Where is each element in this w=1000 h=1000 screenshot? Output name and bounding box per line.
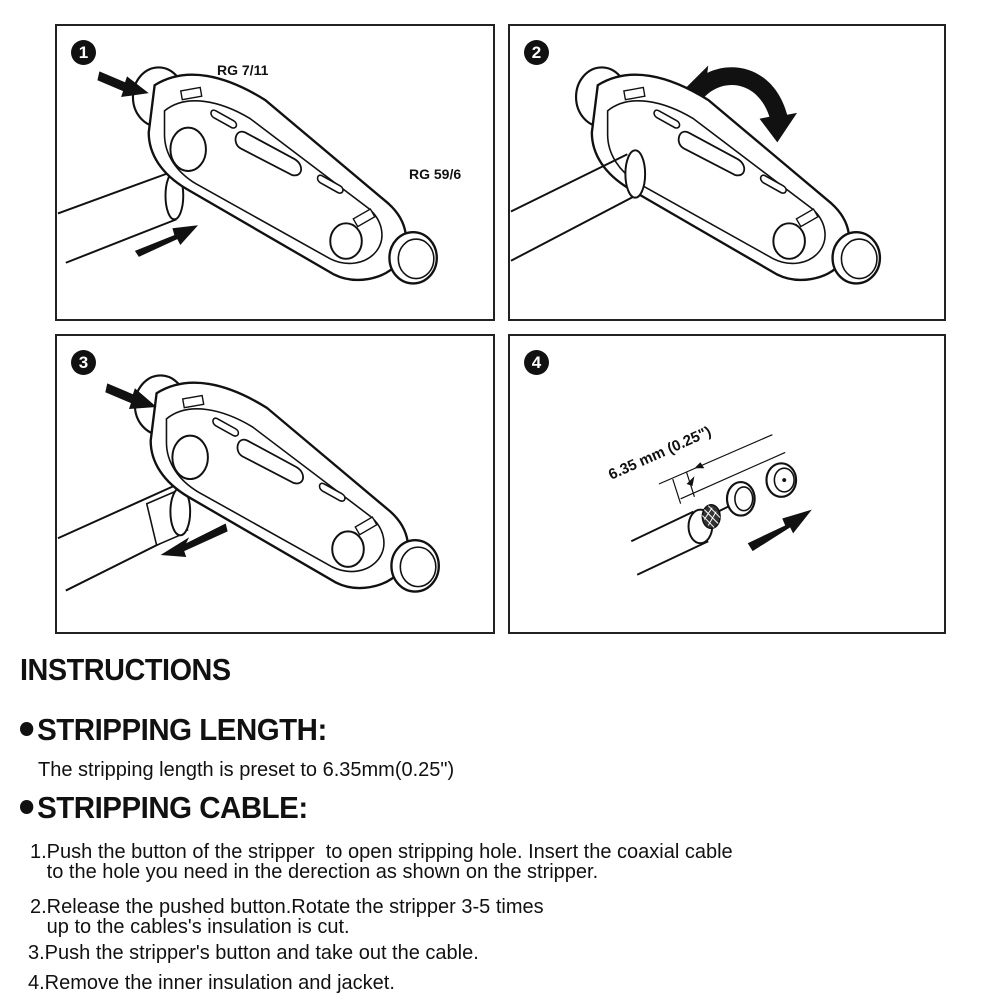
step-1-illustration [57, 66, 438, 285]
step-1-panel: 1 RG 7/11 RG 59/6 [55, 24, 495, 321]
rg-59-6-label: RG 59/6 [409, 166, 462, 182]
stripping-length-text: The stripping length is preset to 6.35mm… [38, 759, 455, 781]
bullet-icon [20, 722, 34, 736]
step-2-panel: 2 [508, 24, 946, 321]
step-2-number: 2 [524, 40, 549, 65]
step-2-line-2: up to the cables's insulation is cut. [30, 916, 350, 938]
step-3-line: 3.Push the stripper's button and take ou… [28, 942, 479, 964]
instructions-heading: INSTRUCTIONS [20, 652, 231, 687]
stripping-cable-heading: STRIPPING CABLE: [20, 790, 308, 826]
step-1-line-2: to the hole you need in the derection as… [30, 861, 599, 883]
bullet-icon [20, 800, 34, 814]
step-4-panel: 4 6.35 mm (0.25") [508, 334, 946, 634]
step-3-number: 3 [71, 350, 96, 375]
step-3-panel: 3 [55, 334, 495, 634]
step-4-line: 4.Remove the inner insulation and jacket… [28, 972, 395, 994]
step-4-number: 4 [524, 350, 549, 375]
step-2-illustration [510, 65, 882, 285]
step-2-line-1: 2.Release the pushed button.Rotate the s… [30, 896, 544, 918]
step-3-illustration [57, 374, 440, 593]
step-1-number: 1 [71, 40, 96, 65]
step-4-illustration [630, 434, 812, 576]
step-1-line-1: 1.Push the button of the stripper to ope… [30, 841, 733, 863]
rg-7-11-label: RG 7/11 [217, 62, 269, 78]
stripping-length-heading: STRIPPING LENGTH: [20, 712, 327, 748]
